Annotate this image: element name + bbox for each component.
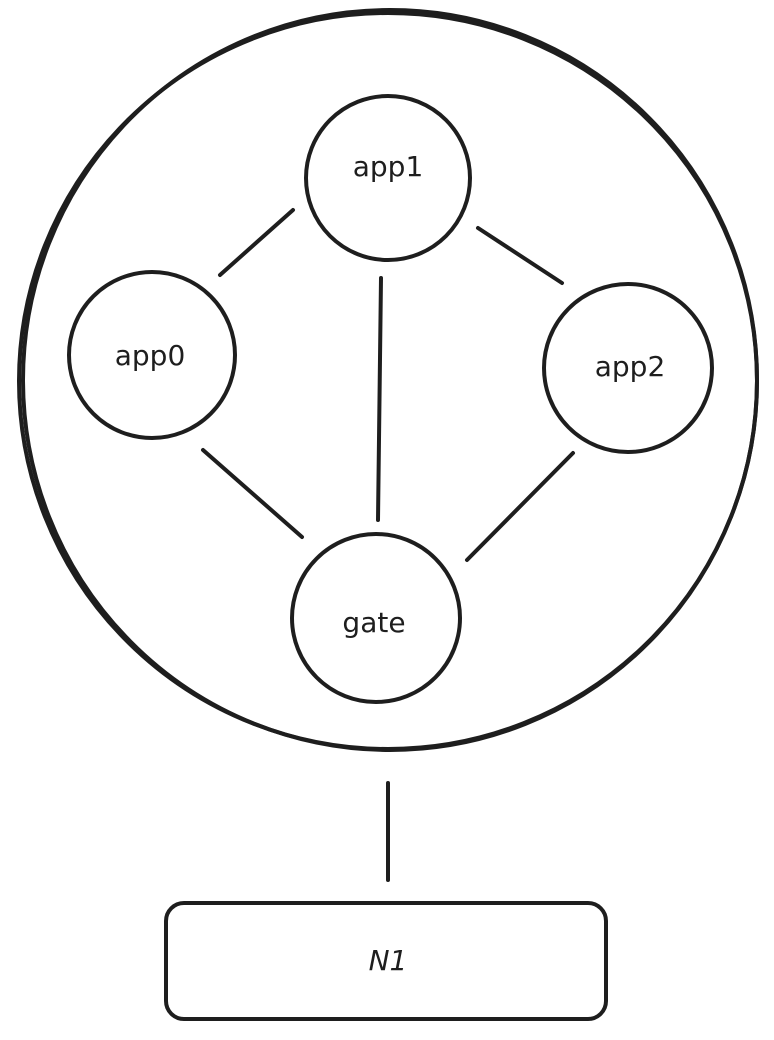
- edge-app0-gate: [201, 448, 304, 539]
- node-n1[interactable]: N1: [164, 901, 608, 1021]
- edge-app1-gate: [376, 276, 383, 522]
- node-app1[interactable]: app1: [304, 94, 472, 262]
- node-n1-box: [164, 901, 608, 1021]
- node-gate-circle: [290, 532, 462, 704]
- node-app2-circle: [542, 282, 714, 454]
- edge-app2-gate: [465, 451, 575, 562]
- edge-app1-app2: [476, 226, 564, 285]
- node-gate[interactable]: gate: [290, 532, 462, 704]
- node-app0-circle: [67, 270, 237, 440]
- node-n1-label: N1: [369, 944, 408, 977]
- cluster-circle-sketch: [21, 8, 759, 752]
- node-app2-label: app2: [595, 350, 666, 383]
- node-app0-label: app0: [115, 339, 186, 372]
- node-app2[interactable]: app2: [542, 282, 714, 454]
- edge-app0-app1: [218, 208, 295, 277]
- node-app0[interactable]: app0: [67, 270, 237, 440]
- node-app1-circle: [304, 94, 472, 262]
- node-app1-label: app1: [353, 150, 424, 183]
- node-gate-label: gate: [342, 606, 405, 639]
